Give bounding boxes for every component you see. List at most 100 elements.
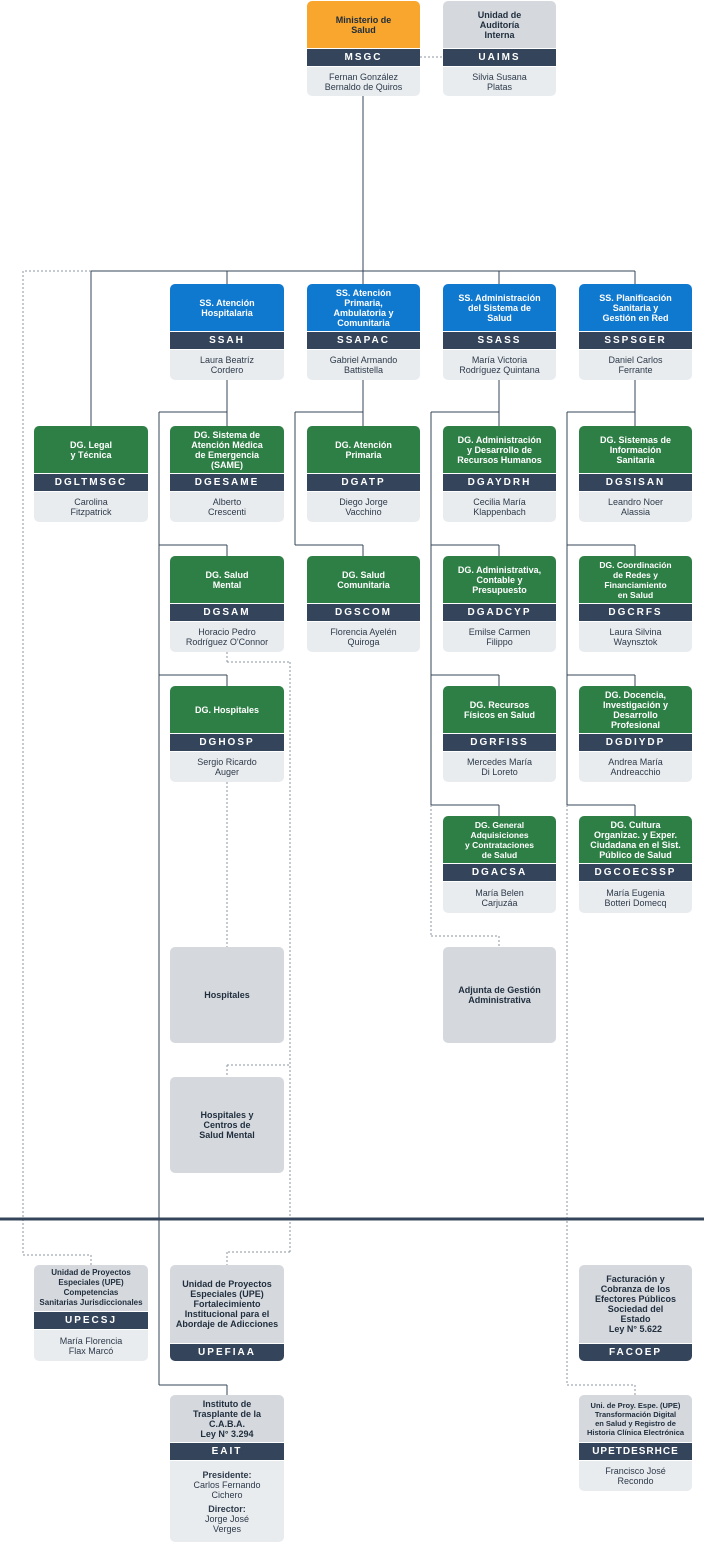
node-code: FACOEP: [579, 1344, 692, 1361]
node-title: Unidad de Proyectos Especiales (UPE) For…: [170, 1265, 284, 1343]
node-ssass: SS. Administración del Sistema de Salud …: [443, 284, 556, 380]
node-person: Sergio Ricardo Auger: [170, 752, 284, 782]
node-person: Alberto Crescenti: [170, 492, 284, 522]
node-eait: Instituto de Trasplante de la C.A.B.A. L…: [170, 1395, 284, 1542]
node-upecsj: Unidad de Proyectos Especiales (UPE) Com…: [34, 1265, 148, 1361]
node-person: Daniel Carlos Ferrante: [579, 350, 692, 380]
node-upefiaa: Unidad de Proyectos Especiales (UPE) For…: [170, 1265, 284, 1361]
node-dgscom: DG. Salud Comunitaria DGSCOM Florencia A…: [307, 556, 420, 652]
node-dgacsa: DG. General Adquisiciones y Contratacion…: [443, 816, 556, 913]
node-dgcoecssp: DG. Cultura Organizac. y Exper. Ciudadan…: [579, 816, 692, 913]
node-code: SSAPAC: [307, 332, 420, 349]
director-label: Director:: [208, 1503, 246, 1514]
node-title: DG. Administrativa, Contable y Presupues…: [443, 556, 556, 603]
node-person: Mercedes María Di Loreto: [443, 752, 556, 782]
node-title: DG. General Adquisiciones y Contratacion…: [443, 816, 556, 863]
node-code: DGSAM: [170, 604, 284, 621]
node-person: Carolina Fitzpatrick: [34, 492, 148, 522]
node-code: DGADCYP: [443, 604, 556, 621]
node-title: DG. Sistema de Atención Médica de Emerge…: [170, 426, 284, 473]
node-person: Laura Beatríz Cordero: [170, 350, 284, 380]
node-code: DGCRFS: [579, 604, 692, 621]
node-adjunta-gestion: Adjunta de Gestión Administrativa: [443, 947, 556, 1043]
node-code: DGSCOM: [307, 604, 420, 621]
node-code: DGATP: [307, 474, 420, 491]
node-ssapac: SS. Atención Primaria, Ambulatoria y Com…: [307, 284, 420, 380]
node-code: UPECSJ: [34, 1312, 148, 1329]
node-title: SS. Atención Primaria, Ambulatoria y Com…: [307, 284, 420, 331]
node-code: DGESAME: [170, 474, 284, 491]
node-dgesame: DG. Sistema de Atención Médica de Emerge…: [170, 426, 284, 522]
node-person: Diego Jorge Vacchino: [307, 492, 420, 522]
node-person: Leandro Noer Alassia: [579, 492, 692, 522]
node-person: María Victoria Rodríguez Quintana: [443, 350, 556, 380]
node-code: DGHOSP: [170, 734, 284, 751]
node-code: UPEFIAA: [170, 1344, 284, 1361]
node-person: Horacio Pedro Rodríguez O'Connor: [170, 622, 284, 652]
node-title: DG. Sistemas de Información Sanitaria: [579, 426, 692, 473]
node-code: SSASS: [443, 332, 556, 349]
node-msgc: Ministerio de Salud MSGC Fernan González…: [307, 1, 420, 96]
node-title: DG. Administración y Desarrollo de Recur…: [443, 426, 556, 473]
node-hospitales-salud-mental: Hospitales y Centros de Salud Mental: [170, 1077, 284, 1173]
node-code: DGRFISS: [443, 734, 556, 751]
node-uaims: Unidad de Auditoría Interna UAIMS Silvia…: [443, 1, 556, 96]
node-title: DG. Salud Comunitaria: [307, 556, 420, 603]
node-person: Florencia Ayelén Quiroga: [307, 622, 420, 652]
node-dgdiydp: DG. Docencia, Investigación y Desarrollo…: [579, 686, 692, 782]
node-person: Cecilia María Klappenbach: [443, 492, 556, 522]
node-hospitales: Hospitales: [170, 947, 284, 1043]
node-person: Andrea María Andreacchio: [579, 752, 692, 782]
node-person: Francisco José Recondo: [579, 1461, 692, 1491]
node-code: UPETDESRHCE: [579, 1443, 692, 1460]
node-title: Instituto de Trasplante de la C.A.B.A. L…: [170, 1395, 284, 1442]
node-dgltmsgc: DG. Legal y Técnica DGLTMSGC Carolina Fi…: [34, 426, 148, 522]
node-title: DG. Atención Primaria: [307, 426, 420, 473]
node-title: Ministerio de Salud: [307, 1, 420, 48]
node-person: María Eugenia Botteri Domecq: [579, 882, 692, 913]
node-title: SS. Administración del Sistema de Salud: [443, 284, 556, 331]
node-dgaydrh: DG. Administración y Desarrollo de Recur…: [443, 426, 556, 522]
node-person: María Belen Carjuzáa: [443, 882, 556, 913]
node-person: Fernan González Bernaldo de Quiros: [307, 67, 420, 96]
node-code: DGAYDRH: [443, 474, 556, 491]
director-name: Jorge José Verges: [204, 1513, 250, 1534]
node-dghosp: DG. Hospitales DGHOSP Sergio Ricardo Aug…: [170, 686, 284, 782]
node-title: DG. Docencia, Investigación y Desarrollo…: [579, 686, 692, 733]
node-title: Unidad de Auditoría Interna: [443, 1, 556, 48]
node-title: DG. Coordinación de Redes y Financiamien…: [579, 556, 692, 603]
node-code: DGACSA: [443, 864, 556, 881]
node-dgcrfs: DG. Coordinación de Redes y Financiamien…: [579, 556, 692, 652]
node-code: DGLTMSGC: [34, 474, 148, 491]
node-code: EAIT: [170, 1443, 284, 1460]
node-dgadcyp: DG. Administrativa, Contable y Presupues…: [443, 556, 556, 652]
node-title: DG. Recursos Físicos en Salud: [443, 686, 556, 733]
node-title: Facturación y Cobranza de los Efectores …: [579, 1265, 692, 1343]
node-person: Emilse Carmen Filippo: [443, 622, 556, 652]
node-code: DGCOECSSP: [579, 864, 692, 881]
node-title: Unidad de Proyectos Especiales (UPE) Com…: [34, 1265, 148, 1311]
node-code: DGSISAN: [579, 474, 692, 491]
node-people: Presidente: Carlos Fernando Cichero Dire…: [170, 1461, 284, 1542]
node-person: María Florencia Flax Marcó: [34, 1330, 148, 1361]
node-title: SS. Atención Hospitalaria: [170, 284, 284, 331]
node-dgsam: DG. Salud Mental DGSAM Horacio Pedro Rod…: [170, 556, 284, 652]
node-title: DG. Cultura Organizac. y Exper. Ciudadan…: [579, 816, 692, 863]
node-code: SSAH: [170, 332, 284, 349]
node-title: SS. Planificación Sanitaria y Gestión en…: [579, 284, 692, 331]
node-person: Laura Silvina Waynsztok: [579, 622, 692, 652]
node-title: DG. Legal y Técnica: [34, 426, 148, 473]
node-ssah: SS. Atención Hospitalaria SSAH Laura Bea…: [170, 284, 284, 380]
node-sspsger: SS. Planificación Sanitaria y Gestión en…: [579, 284, 692, 380]
node-dgrfiss: DG. Recursos Físicos en Salud DGRFISS Me…: [443, 686, 556, 782]
node-title: Uni. de Proy. Espe. (UPE) Transformación…: [579, 1395, 692, 1442]
node-code: MSGC: [307, 49, 420, 66]
president-label: Presidente:: [202, 1469, 252, 1480]
node-dgsisan: DG. Sistemas de Información Sanitaria DG…: [579, 426, 692, 522]
node-person: Silvia Susana Platas: [443, 67, 556, 96]
node-dgatp: DG. Atención Primaria DGATP Diego Jorge …: [307, 426, 420, 522]
president-name: Carlos Fernando Cichero: [193, 1479, 261, 1500]
node-facoep: Facturación y Cobranza de los Efectores …: [579, 1265, 692, 1361]
node-title: DG. Hospitales: [170, 686, 284, 733]
